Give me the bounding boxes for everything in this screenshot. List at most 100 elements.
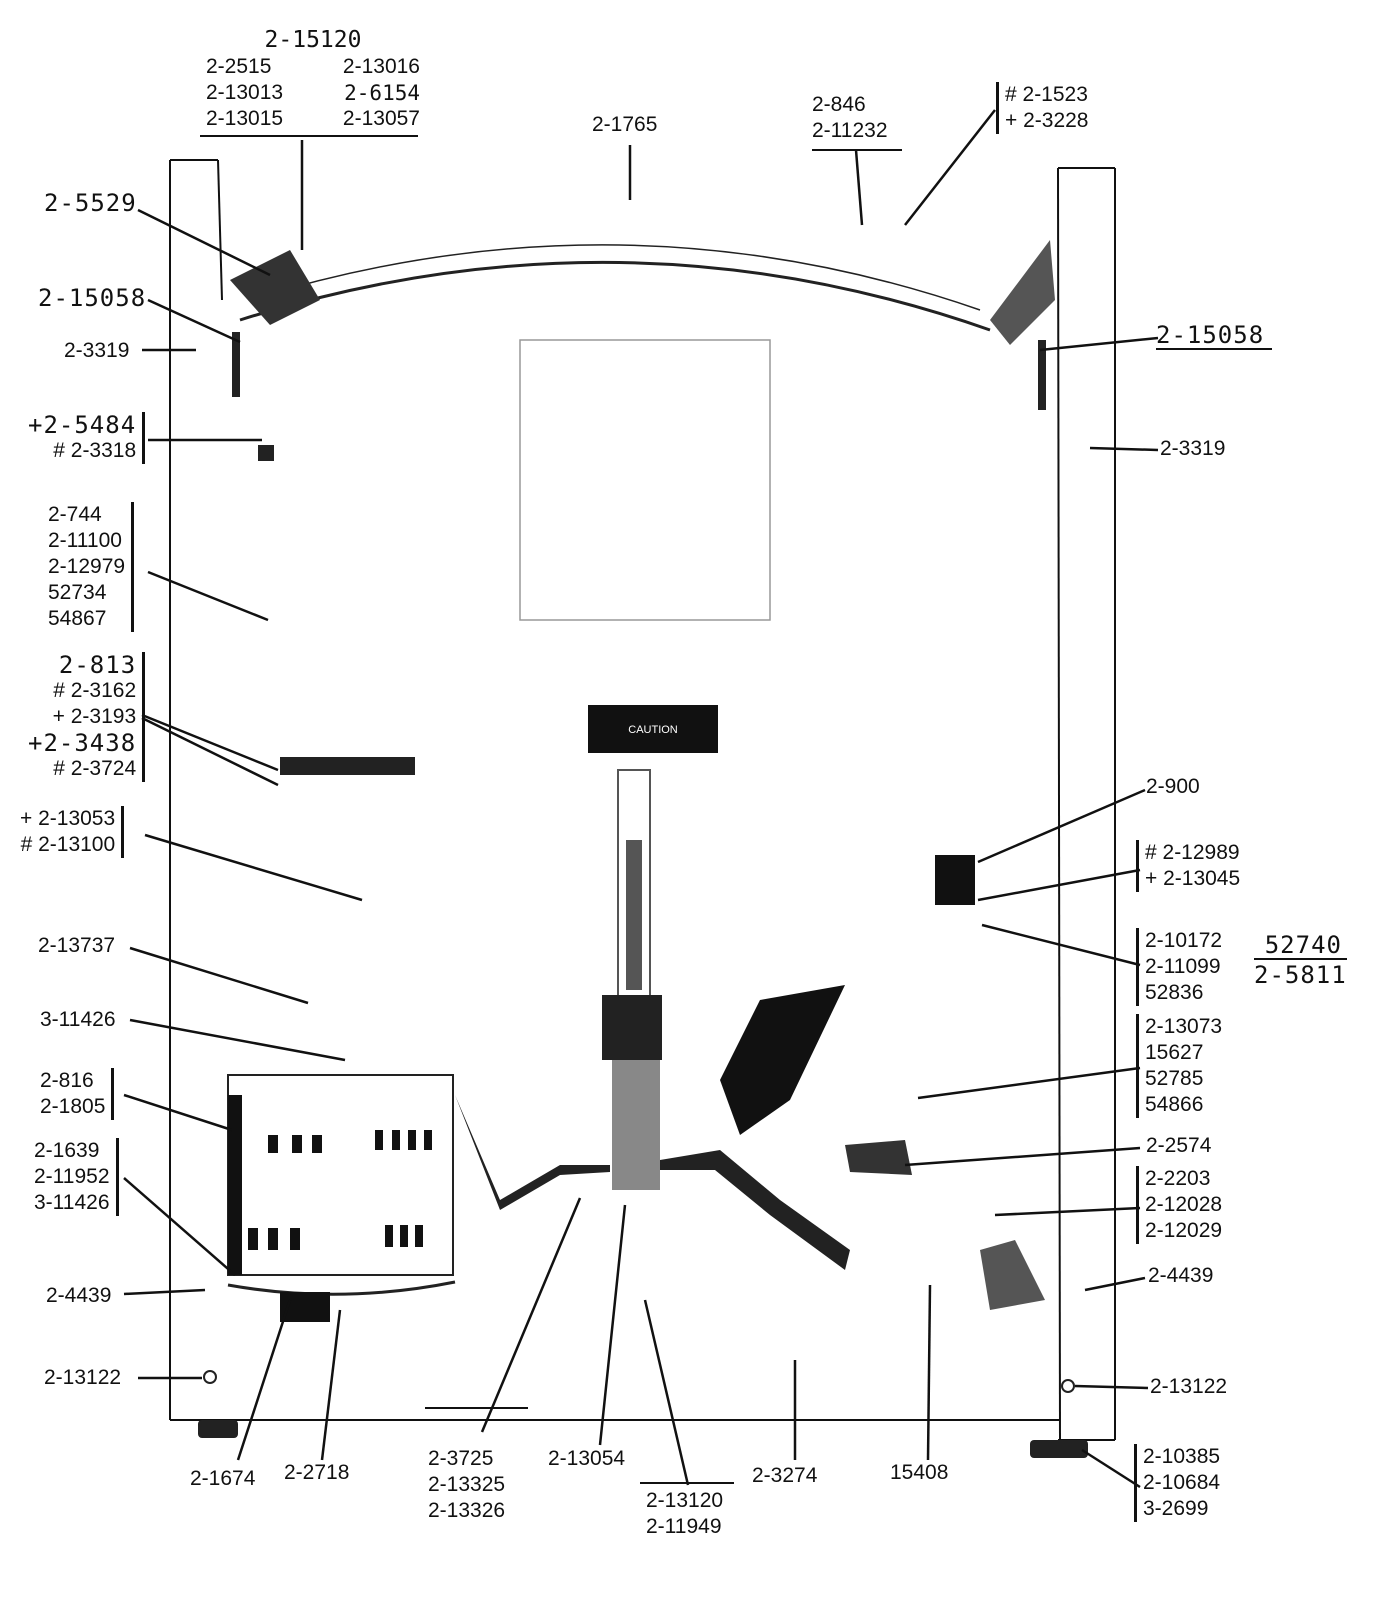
label-15627: 15627 (1145, 1041, 1204, 1064)
leveling-legs (198, 1420, 1088, 1458)
label-13073-group: 2-13073 15627 52785 54866 (1136, 1014, 1222, 1118)
label-816-group: 2-816 2-1805 (40, 1068, 115, 1120)
label-2699: 3-2699 (1143, 1497, 1209, 1520)
label-3193: + 2-3193 (52, 705, 137, 728)
label-13054: 2-13054 (548, 1447, 626, 1470)
label-11426-low: 3-11426 (34, 1191, 110, 1214)
label-5811: 2-5811 (1254, 958, 1347, 988)
leader-lines (123, 109, 1159, 1489)
label-13073: 2-13073 (1145, 1015, 1223, 1038)
label-11099: 2-11099 (1145, 955, 1221, 978)
cabinet-frame (169, 159, 1116, 1441)
label-3438: +2-3438 (28, 729, 137, 757)
label-744: 2-744 (48, 503, 102, 526)
label-4439-left: 2-4439 (46, 1284, 112, 1307)
label-52836: 52836 (1145, 981, 1204, 1004)
label-13013: 2-13013 (206, 81, 284, 104)
label-2203-group: 2-2203 2-12028 2-12029 (1136, 1166, 1222, 1244)
label-52740: 52740 (1264, 931, 1342, 959)
label-12028: 2-12028 (1145, 1193, 1223, 1216)
label-3318: # 2-3318 (53, 439, 137, 462)
agitator-shaft (602, 769, 662, 1190)
label-13325: 2-13325 (428, 1473, 506, 1496)
right-hinge (1038, 340, 1046, 410)
label-2515: 2-2515 (206, 55, 272, 78)
label-54867: 54867 (48, 607, 107, 630)
label-816: 2-816 (40, 1069, 94, 1092)
label-54866: 54866 (1145, 1093, 1204, 1116)
label-1639: 2-1639 (34, 1139, 100, 1162)
label-52740-group: 52740 2-5811 (1254, 932, 1347, 988)
label-3319-right: 2-3319 (1160, 437, 1226, 460)
label-10172: 2-10172 (1145, 929, 1223, 952)
label-10172-group: 2-10172 2-11099 52836 (1136, 928, 1222, 1006)
label-13015: 2-13015 (206, 107, 284, 130)
label-3725-group: 2-3725 2-13325 2-13326 (428, 1446, 505, 1524)
left-screw (203, 1370, 217, 1384)
label-13122-left: 2-13122 (44, 1366, 122, 1389)
label-2574: 2-2574 (1146, 1134, 1212, 1157)
label-12029: 2-12029 (1145, 1219, 1223, 1242)
label-846-group: 2-846 2-11232 (812, 92, 888, 144)
label-top-block: 2-15120 2-2515 2-13016 2-13013 2-6154 2-… (206, 26, 420, 132)
label-813-group: 2-813 # 2-3162 + 2-3193 +2-3438 # 2-3724 (28, 651, 146, 782)
label-row: 2-13015 2-13057 (206, 106, 420, 132)
pump-transmission (455, 985, 1045, 1310)
label-2718: 2-2718 (284, 1461, 350, 1484)
control-panel (519, 339, 771, 621)
label-13737: 2-13737 (38, 934, 116, 957)
label-1805: 2-1805 (40, 1095, 106, 1118)
right-top-bracket (990, 240, 1055, 345)
label-15058-left: 2-15058 (38, 284, 147, 312)
label-1765: 2-1765 (592, 113, 658, 136)
label-13016: 2-13016 (342, 55, 420, 78)
label-11100: 2-11100 (48, 529, 122, 552)
left-hinge (232, 332, 240, 397)
label-5484-group: +2-5484 # 2-3318 (28, 412, 146, 464)
label-11232: 2-11232 (812, 119, 888, 142)
label-10684: 2-10684 (1143, 1471, 1221, 1494)
label-row: 2-13013 2-6154 (206, 80, 420, 106)
warning-plate-text: CAUTION (628, 724, 678, 736)
label-6154: 2-6154 (344, 81, 420, 105)
right-screw (1061, 1379, 1075, 1393)
tub-band (280, 757, 415, 775)
warning-plate (588, 705, 718, 753)
label-13122-right: 2-13122 (1150, 1375, 1228, 1398)
label-900: 2-900 (1146, 775, 1200, 798)
label-813: 2-813 (58, 651, 137, 679)
label-1639-group: 2-1639 2-11952 3-11426 (34, 1138, 119, 1216)
label-15058-right: 2-15058 (1156, 322, 1273, 350)
label-3162: # 2-3162 (53, 679, 137, 702)
tub-rim (239, 244, 991, 332)
label-744-group: 2-744 2-11100 2-12979 52734 54867 (48, 502, 135, 632)
label-13053-group: + 2-13053 # 2-13100 (20, 806, 125, 858)
label-13100: # 2-13100 (20, 833, 116, 856)
label-11952: 2-11952 (34, 1165, 110, 1188)
label-3228: + 2-3228 (1005, 109, 1089, 132)
label-3725: 2-3725 (428, 1447, 494, 1470)
label-13057: 2-13057 (342, 107, 420, 130)
label-2203: 2-2203 (1145, 1167, 1211, 1190)
label-11426-mid: 3-11426 (40, 1008, 116, 1031)
label-13053: + 2-13053 (20, 807, 116, 830)
label-11949: 2-11949 (646, 1515, 722, 1538)
label-846: 2-846 (812, 93, 866, 116)
label-3274: 2-3274 (752, 1464, 818, 1487)
label-5529: 2-5529 (44, 189, 137, 217)
label-13045: + 2-13045 (1145, 867, 1241, 890)
label-4439-right: 2-4439 (1148, 1264, 1214, 1287)
label-1523-group: # 2-1523 + 2-3228 (996, 82, 1089, 134)
label-13120-group: 2-13120 2-11949 (646, 1488, 723, 1540)
motor (227, 1074, 456, 1322)
label-12979: 2-12979 (48, 555, 126, 578)
label-12989-group: # 2-12989 + 2-13045 (1136, 840, 1240, 892)
label-row: 2-2515 2-13016 (206, 54, 420, 80)
label-1674: 2-1674 (190, 1467, 256, 1490)
label-15408: 15408 (890, 1461, 949, 1484)
label-52785: 52785 (1145, 1067, 1204, 1090)
switch-block (935, 855, 975, 905)
label-10385-group: 2-10385 2-10684 3-2699 (1134, 1444, 1220, 1522)
label-52734: 52734 (48, 581, 107, 604)
